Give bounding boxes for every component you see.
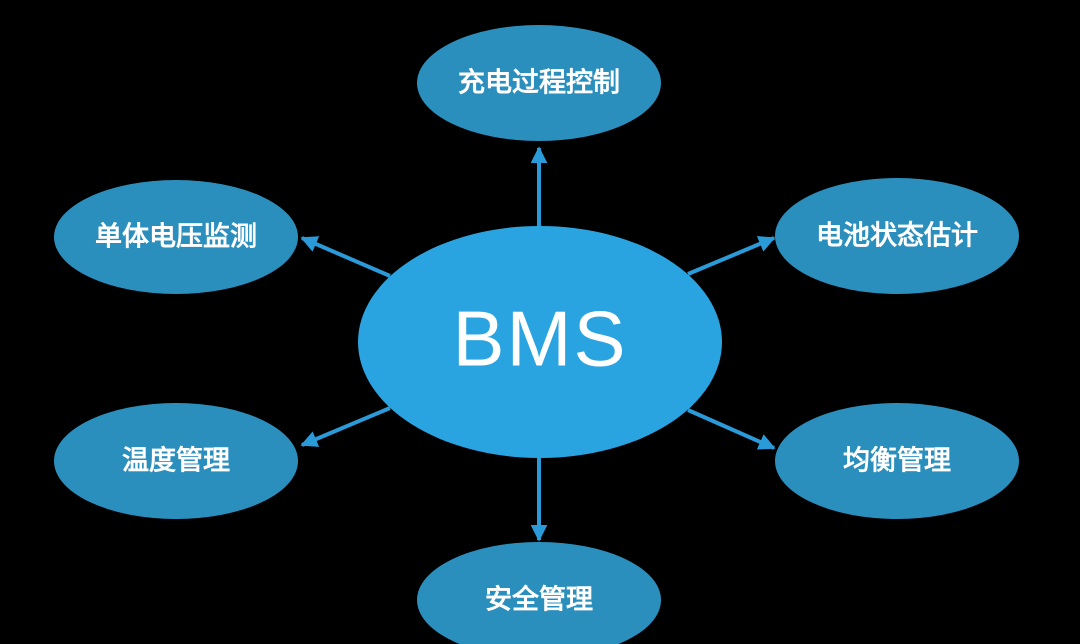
center-label: BMS <box>452 295 627 383</box>
node-safety: 安全管理 <box>417 542 661 644</box>
connectors <box>300 146 776 542</box>
node-label-battery-state: 电池状态估计 <box>816 221 978 252</box>
arrow-to-balancing <box>687 408 776 450</box>
center-node-bms: BMS <box>358 226 722 458</box>
arrow-to-battery-state <box>687 236 776 276</box>
node-ellipse <box>54 180 298 294</box>
arrow-to-temperature <box>300 406 391 447</box>
node-label-cell-voltage: 单体电压监测 <box>95 222 257 253</box>
node-balancing: 均衡管理 <box>775 403 1019 519</box>
center-ellipse <box>358 226 722 458</box>
arrow-to-cell-voltage <box>300 236 391 278</box>
node-label-safety: 安全管理 <box>485 584 593 616</box>
node-ellipse <box>54 403 298 519</box>
node-label-charge-control: 充电过程控制 <box>458 67 620 99</box>
node-label-balancing: 均衡管理 <box>843 446 951 477</box>
node-ellipse <box>417 25 661 141</box>
node-cell-voltage: 单体电压监测 <box>54 180 298 294</box>
node-charge-control: 充电过程控制 <box>417 25 661 141</box>
node-temperature: 温度管理 <box>54 403 298 519</box>
node-ellipse <box>775 403 1019 519</box>
node-ellipse <box>417 542 661 644</box>
node-label-temperature: 温度管理 <box>122 445 230 477</box>
node-battery-state: 电池状态估计 <box>775 178 1019 294</box>
node-ellipse <box>775 178 1019 294</box>
